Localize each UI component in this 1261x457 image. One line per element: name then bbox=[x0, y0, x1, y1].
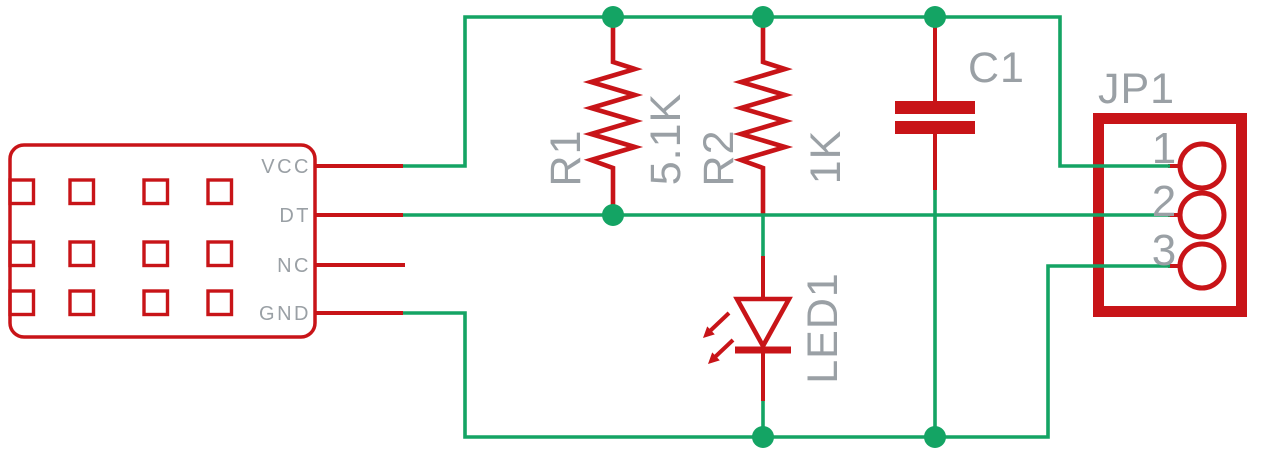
junction-dot bbox=[924, 6, 946, 28]
r2-value-label: 1K bbox=[802, 130, 850, 185]
jp1-pin-circle-1 bbox=[1177, 141, 1227, 191]
sensor-pad bbox=[142, 240, 170, 268]
green-wires bbox=[403, 15, 1170, 439]
jp1-ref-label: JP1 bbox=[1098, 65, 1175, 113]
sensor-pad bbox=[68, 289, 96, 317]
junction-dot bbox=[752, 6, 774, 28]
wire-vcc bbox=[403, 15, 1170, 168]
junction-dot bbox=[602, 6, 624, 28]
led1-emission-arrow-shaft bbox=[708, 311, 731, 333]
sensor-pad bbox=[68, 240, 96, 268]
labels: VCC DT NC GND R1 5.1K R2 1K LED1 C1 JP1 … bbox=[259, 44, 1176, 384]
led1-triangle bbox=[733, 296, 793, 351]
header-jp1-symbol bbox=[1093, 113, 1247, 317]
sensor-pin-label-dt: DT bbox=[279, 205, 311, 227]
junction-dot bbox=[752, 426, 774, 448]
capacitor-plate-top bbox=[895, 101, 975, 114]
jp1-pin-circle-2 bbox=[1177, 190, 1227, 240]
r1-ref-label: R1 bbox=[542, 130, 590, 187]
sensor-pad bbox=[142, 289, 170, 317]
sensor-pin-label-gnd: GND bbox=[259, 303, 311, 325]
sensor-component bbox=[8, 143, 405, 339]
sensor-pad bbox=[8, 178, 36, 206]
jp1-pin-number-2: 2 bbox=[1152, 177, 1176, 226]
r1-value-label: 5.1K bbox=[642, 93, 690, 185]
sensor-pad bbox=[206, 289, 234, 317]
led1-symbol bbox=[708, 256, 793, 401]
sensor-pin-label-vcc: VCC bbox=[261, 156, 311, 178]
sensor-pin-label-nc: NC bbox=[277, 255, 311, 277]
junction-dot bbox=[602, 204, 624, 226]
c1-ref-label: C1 bbox=[968, 44, 1025, 92]
sensor-pad bbox=[68, 178, 96, 206]
led1-emission-arrowhead bbox=[703, 326, 715, 338]
jp1-pin-circle-3 bbox=[1177, 241, 1227, 291]
led1-emission-arrow-shaft bbox=[713, 338, 735, 359]
jp1-pin-number-3: 3 bbox=[1152, 226, 1176, 275]
led1-ref-label: LED1 bbox=[799, 272, 847, 384]
sensor-pad bbox=[8, 240, 36, 268]
sensor-pad bbox=[206, 240, 234, 268]
red-symbols bbox=[8, 17, 1247, 401]
sensor-pad bbox=[206, 178, 234, 206]
jp1-pin-number-1: 1 bbox=[1152, 124, 1176, 173]
sensor-pad bbox=[8, 289, 36, 317]
red-fills bbox=[703, 101, 975, 364]
resistor-r1-symbol bbox=[582, 17, 644, 215]
sensor-pad bbox=[142, 178, 170, 206]
r2-ref-label: R2 bbox=[695, 130, 743, 187]
junction-dots bbox=[602, 6, 946, 448]
capacitor-plate-bottom bbox=[895, 121, 975, 134]
resistor-r2-symbol bbox=[732, 17, 794, 215]
junction-dot bbox=[924, 426, 946, 448]
sensor-pads bbox=[8, 178, 234, 317]
led1-emission-arrowhead bbox=[708, 352, 720, 364]
